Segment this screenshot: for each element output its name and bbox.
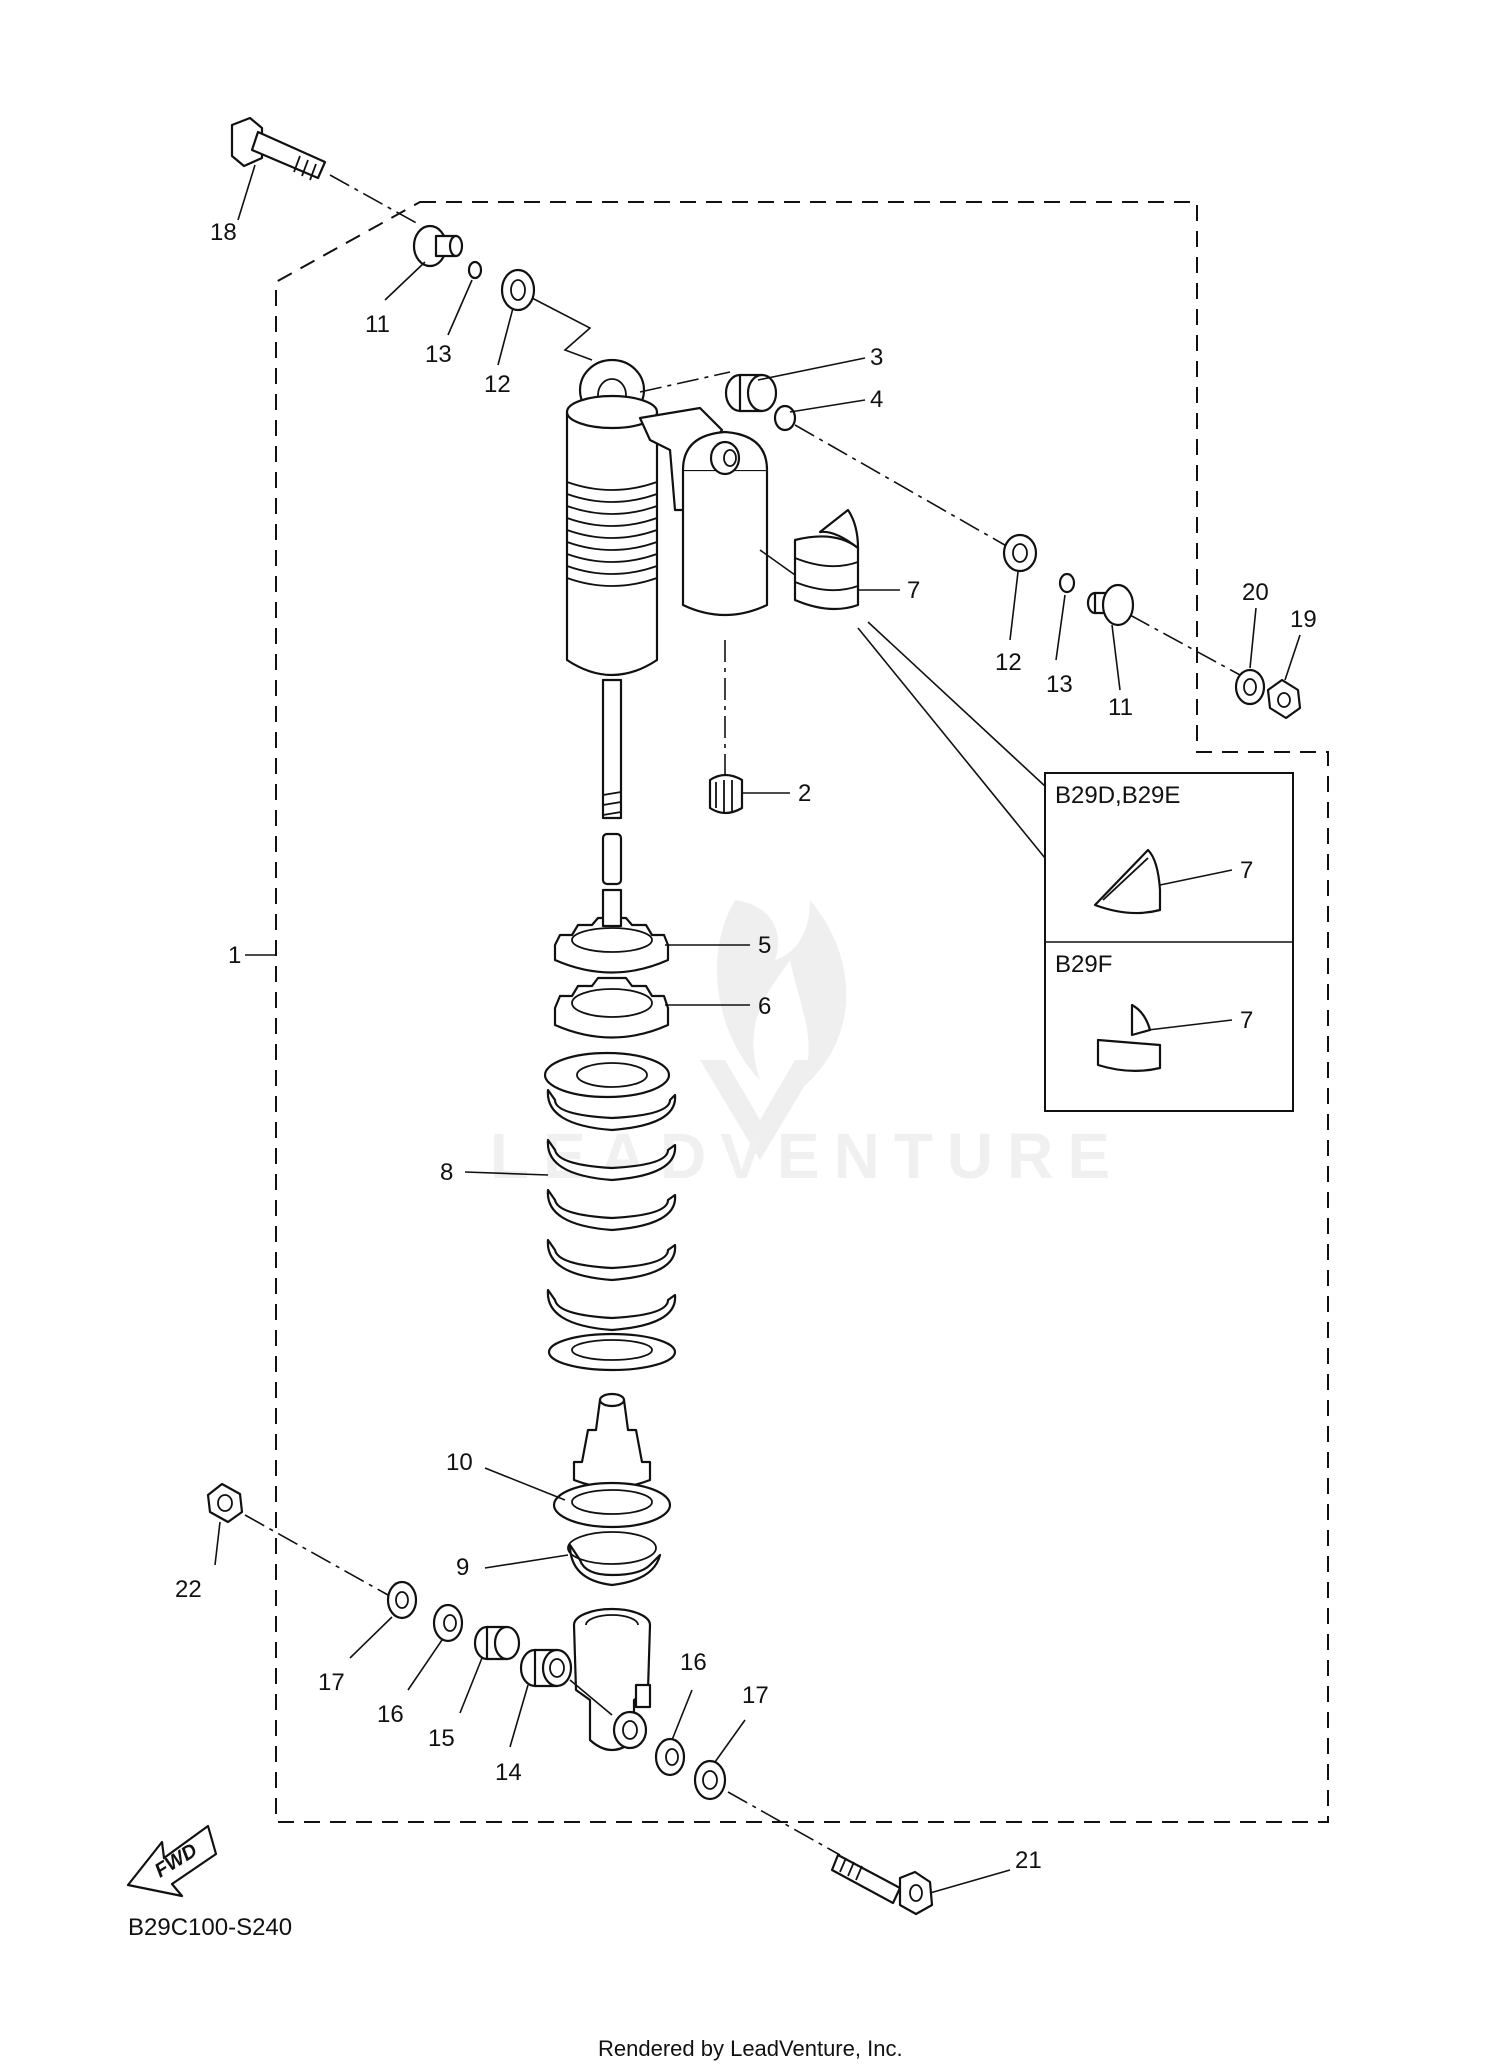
- callout-11-left: 11: [365, 311, 390, 338]
- lower-clevis: [572, 1607, 652, 1752]
- callout-15: 15: [428, 1725, 455, 1752]
- callout-10: 10: [446, 1449, 473, 1476]
- callout-12-right: 12: [995, 649, 1022, 676]
- part-8-spring: [543, 1051, 677, 1372]
- callout-7-variant-b: 7: [1240, 1007, 1253, 1034]
- callout-19: 19: [1290, 606, 1317, 633]
- assembly-boundary: [275, 201, 1329, 1823]
- part-4-ring: [773, 404, 797, 432]
- callout-4: 4: [870, 386, 883, 413]
- part-16-collar-right: [654, 1737, 686, 1777]
- part-10-spring-guide: [552, 1481, 672, 1529]
- part-7-band-variant-b: [1096, 1003, 1162, 1072]
- diagram-code: B29C100-S240: [128, 1914, 292, 1941]
- part-22-nut: [206, 1482, 244, 1524]
- callout-6: 6: [758, 993, 771, 1020]
- part-11-collar-right: [1086, 583, 1135, 627]
- watermark-text: LEADVENTURE: [490, 1120, 1124, 1192]
- callout-8: 8: [440, 1159, 453, 1186]
- callout-22: 22: [175, 1576, 202, 1603]
- callout-7-variant-a: 7: [1240, 857, 1253, 884]
- callout-leaders: [214, 164, 1301, 1894]
- variant-a-label: B29D,B29E: [1055, 782, 1180, 809]
- callout-7: 7: [907, 577, 920, 604]
- part-5-locknut: [553, 888, 670, 974]
- part-12-washer-right: [1002, 533, 1038, 573]
- part-1-shock-absorber: [565, 358, 769, 820]
- callout-2: 2: [798, 780, 811, 807]
- part-14-bearing: [519, 1648, 573, 1688]
- part-11-collar-left: [412, 224, 464, 268]
- part-20-washer: [1234, 668, 1266, 706]
- callout-14: 14: [495, 1759, 522, 1786]
- part-19-nut: [1266, 678, 1302, 720]
- part-13-oring-right: [1058, 572, 1076, 594]
- part-16-collar-left: [432, 1603, 464, 1643]
- part-21-bolt: [830, 1853, 934, 1916]
- callout-13-right: 13: [1046, 671, 1073, 698]
- part-18-bolt: [230, 116, 327, 181]
- callout-18: 18: [210, 219, 237, 246]
- callout-16-left: 16: [377, 1701, 404, 1728]
- rod-pin: [601, 832, 623, 886]
- part-13-oring-left: [467, 260, 483, 280]
- part-17-washer-left: [386, 1580, 418, 1620]
- callout-12-left: 12: [484, 371, 511, 398]
- callout-16-right: 16: [680, 1649, 707, 1676]
- callout-21: 21: [1015, 1847, 1042, 1874]
- callout-5: 5: [758, 932, 771, 959]
- part-12-washer-left: [500, 268, 536, 312]
- callout-17-right: 17: [742, 1682, 769, 1709]
- callout-3: 3: [870, 344, 883, 371]
- part-2-valve-cap: [708, 773, 744, 815]
- callout-1: 1: [228, 942, 241, 969]
- callout-9: 9: [456, 1554, 469, 1581]
- bump-stop: [572, 1392, 652, 1489]
- callout-13-left: 13: [425, 341, 452, 368]
- callout-17-left: 17: [318, 1669, 345, 1696]
- variant-b-label: B29F: [1055, 951, 1112, 978]
- callout-20: 20: [1242, 579, 1269, 606]
- part-7-band: [793, 508, 860, 611]
- part-9-spring-seat: [567, 1531, 662, 1587]
- callout-11-right: 11: [1108, 694, 1133, 721]
- part-3-bushing: [724, 373, 778, 413]
- leadventure-watermark: LEADVENTURE: [490, 900, 1124, 1192]
- part-6-adjuster-nut: [553, 976, 670, 1039]
- fwd-arrow-icon: FWD: [126, 1824, 218, 1898]
- part-17-washer-right: [693, 1759, 727, 1801]
- footer-rendered-by: Rendered by LeadVenture, Inc.: [598, 2036, 903, 2061]
- part-15-spacer: [473, 1625, 521, 1661]
- part-7-band-variant-a: [1093, 848, 1162, 915]
